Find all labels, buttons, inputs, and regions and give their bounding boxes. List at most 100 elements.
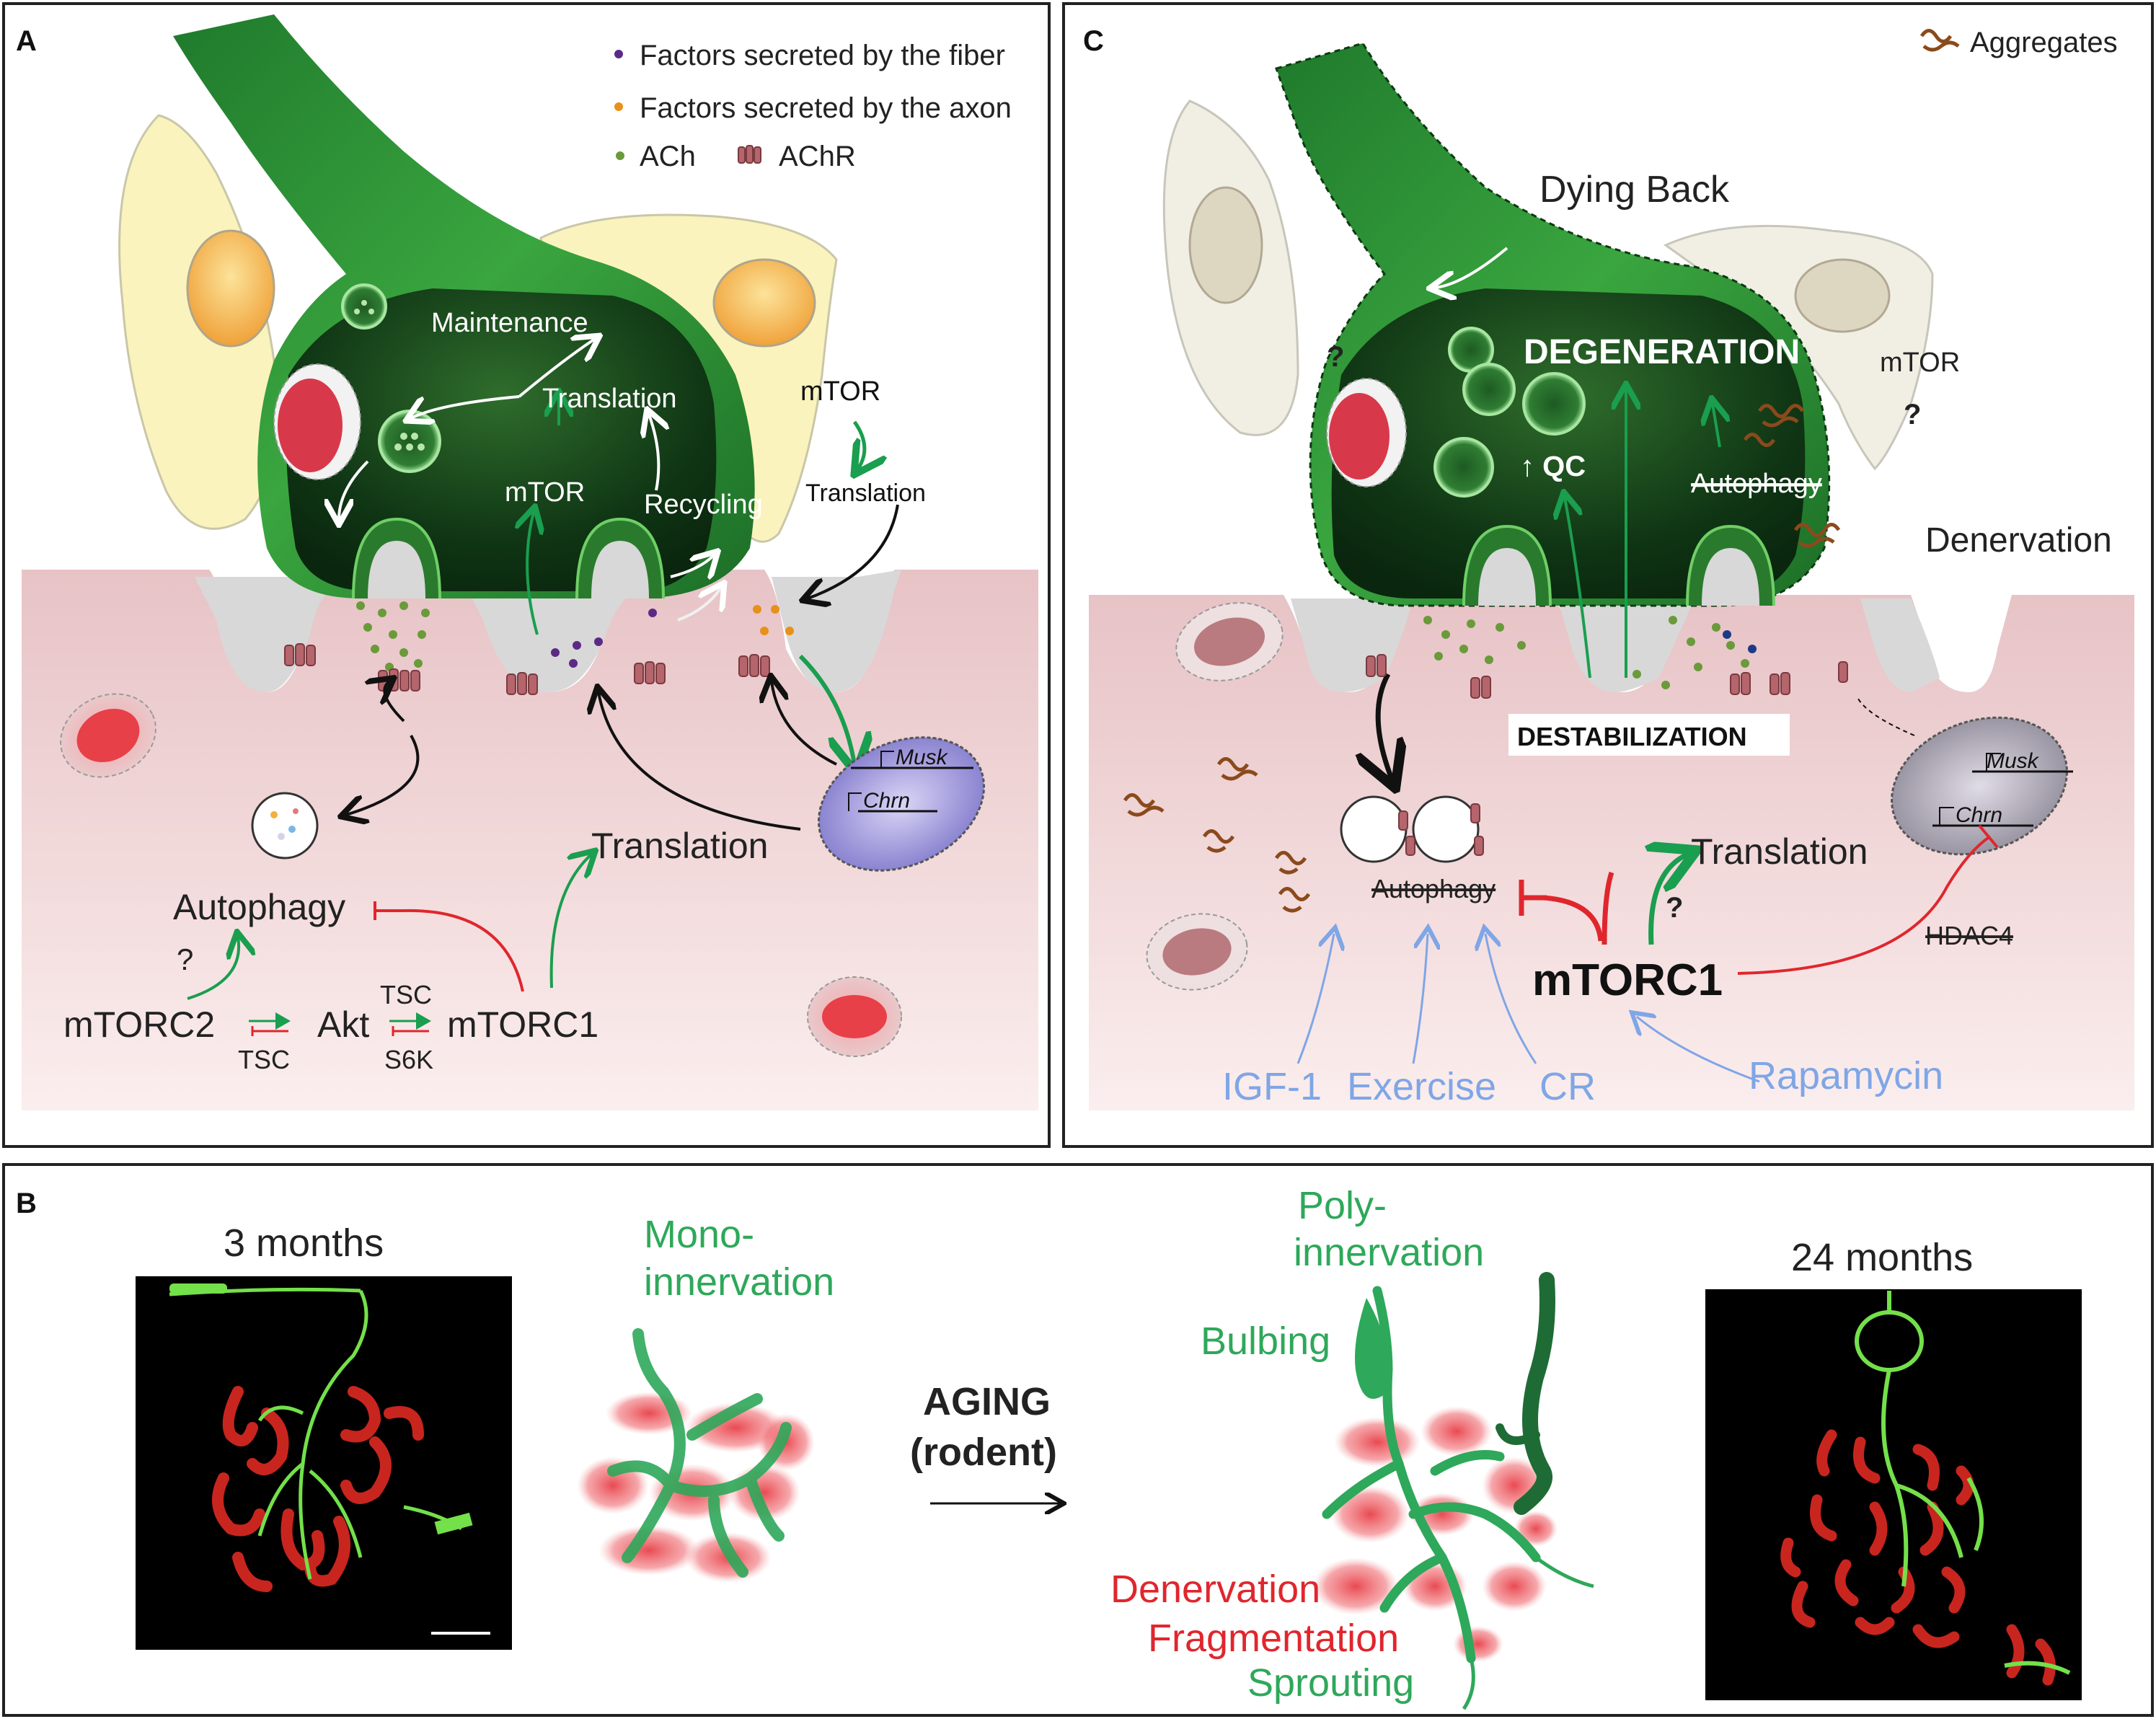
release-pocket-1 (368, 541, 425, 598)
terminal-aggregates (1743, 404, 1841, 548)
autophagosome (251, 792, 319, 859)
micrograph-old (1705, 1289, 2082, 1700)
schwann-nucleus-right (712, 258, 816, 348)
label-musk: Musk (896, 746, 949, 769)
label-q3: ? (1666, 892, 1683, 924)
label-autophagy: Autophagy (173, 887, 345, 927)
muscle-fiber (22, 570, 1038, 1110)
label-autophagy-inner: Autophagy (1691, 469, 1822, 499)
label-exercise: Exercise (1347, 1065, 1496, 1108)
label-translation-big: Translation (591, 826, 768, 866)
label-musk-c: Musk (1987, 749, 2040, 773)
panel-a-letter: A (16, 25, 37, 57)
legend-aggregates: Aggregates (1970, 27, 2118, 58)
nerve-terminal (286, 288, 717, 591)
label-aging-2: (rodent) (910, 1431, 1057, 1474)
mtor-green-arrow (527, 512, 537, 635)
achr-c (1366, 654, 1848, 699)
label-mtor-inner: mTOR (505, 477, 585, 508)
label-mtorc1-c: mTORC1 (1532, 955, 1723, 1005)
micrograph-young (136, 1276, 512, 1650)
label-hdac4: HDAC4 (1925, 921, 2013, 950)
label-igf1: IGF-1 (1222, 1065, 1322, 1108)
label-q1: ? (1327, 341, 1344, 373)
label-poly-2: innervation (1294, 1231, 1484, 1274)
old-axon-green (1855, 1291, 2071, 1675)
legend-achr: AChR (779, 141, 856, 172)
fiber-factor-dots (551, 609, 657, 668)
destabilization-box (1508, 714, 1790, 756)
label-mono-2: innervation (644, 1260, 834, 1304)
label-dying-back: Dying Back (1539, 169, 1730, 211)
label-tsc-right: TSC (380, 980, 432, 1009)
legend-axon-dot (614, 102, 623, 111)
synaptic-cleft (166, 570, 901, 692)
synaptic-vesicles (341, 283, 441, 473)
panel-a: A Factors secreted by the fiber Factors … (2, 2, 1051, 1148)
mono-innervation-schematic (577, 1328, 815, 1583)
muscle-nucleus-c (1891, 716, 2068, 856)
label-mtorc1: mTORC1 (447, 1004, 598, 1045)
aged-schematic (1312, 1272, 1594, 1710)
label-fragmentation: Fragmentation (1148, 1617, 1399, 1660)
schwann-nucleus-left (186, 229, 275, 348)
legend-achr-icon (738, 145, 761, 164)
recycling-arrows (339, 339, 721, 622)
axon-factor-dots (753, 605, 794, 635)
label-aging-1: AGING (923, 1380, 1051, 1423)
panel-c: C Aggregates Dying Back DEGENERATION mTO… (1062, 2, 2154, 1148)
label-mtorc2: mTORC2 (63, 1004, 215, 1045)
ach-dots-c (1423, 616, 1749, 689)
schwann-mtor-arrow (854, 420, 865, 469)
panel-b: B (2, 1163, 2154, 1717)
legend-axon-factors: Factors secreted by the axon (640, 92, 1012, 124)
vesicles-c (1433, 327, 1586, 498)
label-qc: ↑ QC (1520, 451, 1586, 482)
label-denervation-b: Denervation (1110, 1568, 1320, 1611)
label-chrn: Chrn (863, 789, 910, 813)
label-chrn-c: Chrn (1956, 803, 2002, 827)
ach-dots (356, 601, 430, 671)
schwann-translation-arrow (808, 504, 899, 598)
degenerating-terminal (1331, 288, 1806, 598)
label-q2: ? (1904, 399, 1921, 430)
panel-c-letter: C (1083, 25, 1104, 57)
label-age-old: 24 months (1791, 1236, 1973, 1279)
young-endplate-red (212, 1386, 424, 1592)
label-mono-1: Mono- (644, 1213, 754, 1256)
label-denervation-c: Denervation (1925, 521, 2112, 560)
legend-fiber-factors: Factors secreted by the fiber (640, 40, 1005, 71)
label-question: ? (177, 942, 193, 976)
synaptic-cleft-c (1291, 598, 1940, 692)
terminal-mitochondrion-inner (278, 379, 343, 472)
label-tsc-left: TSC (238, 1045, 290, 1074)
legend-ach: ACh (640, 141, 696, 172)
label-sprouting: Sprouting (1247, 1661, 1414, 1705)
label-autophagy-c: Autophagy (1371, 874, 1495, 903)
mtorc1-translation-arrow (549, 854, 591, 989)
young-axon-green (169, 1287, 463, 1580)
label-mtor-c: mTOR (1880, 348, 1960, 378)
mtorc1-autophagy-inhibit-c (1542, 895, 1604, 942)
mtorc1-autophagy-inhibit (403, 909, 524, 992)
label-destabilization: DESTABILIZATION (1517, 722, 1747, 751)
legend-fiber-dot (614, 50, 623, 58)
release-pocket-2 (591, 541, 649, 598)
intervention-arrows (1296, 934, 1760, 1083)
label-translation-schwann: Translation (805, 480, 926, 507)
muscle-fiber-c (1089, 595, 2134, 1110)
label-poly-1: Poly- (1298, 1184, 1387, 1227)
legend-aggregates-icon (1919, 29, 1960, 52)
label-translation-inner: Translation (542, 384, 677, 414)
old-endplate-red (1780, 1429, 2056, 1686)
muscle-nucleus (817, 736, 986, 872)
label-recycling: Recycling (644, 490, 763, 520)
label-cr: CR (1539, 1065, 1596, 1108)
label-maintenance: Maintenance (431, 308, 588, 338)
label-akt: Akt (317, 1004, 369, 1045)
label-rapamycin: Rapamycin (1749, 1054, 1943, 1097)
legend-ach-dot (616, 151, 624, 160)
panel-b-letter: B (16, 1188, 37, 1219)
muscle-aggregates (1123, 757, 1311, 913)
